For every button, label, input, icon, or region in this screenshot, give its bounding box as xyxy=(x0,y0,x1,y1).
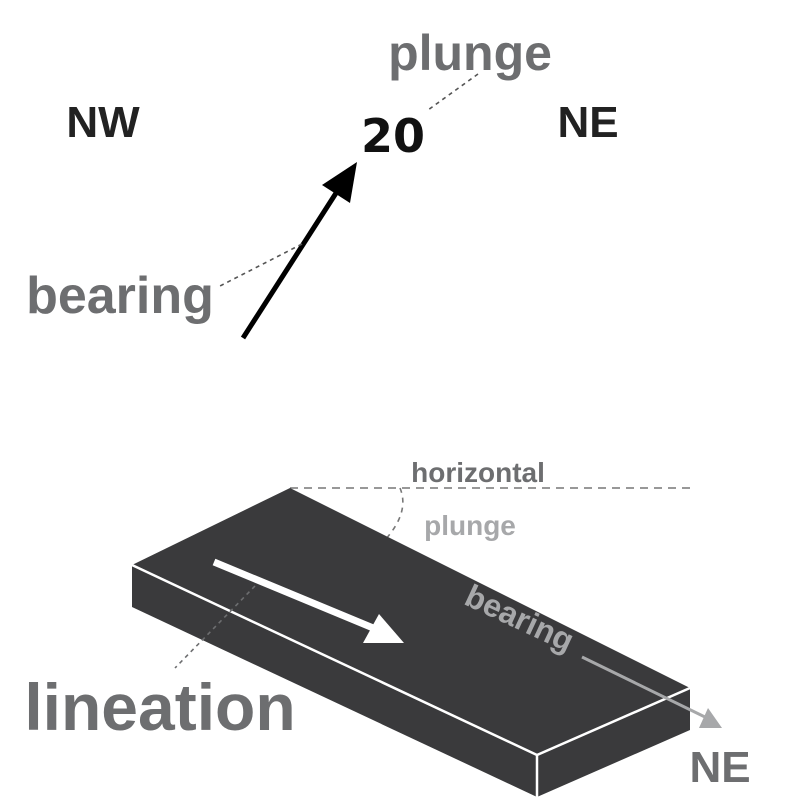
plunge-value: 20 xyxy=(361,109,425,163)
bearing-label-top: bearing xyxy=(26,267,214,325)
lineation-label: lineation xyxy=(24,670,295,744)
block-diagram: horizontal plunge bearing NE lineation xyxy=(24,457,751,797)
plunge-label-block: plunge xyxy=(424,510,516,541)
plunge-label-top: plunge xyxy=(388,25,552,81)
ne-direction-label-block: NE xyxy=(689,743,750,792)
plunge-angle-arc xyxy=(384,487,404,541)
lineation-arrow-shaft xyxy=(212,558,380,634)
trend-arrowhead-icon xyxy=(322,162,357,203)
trend-arrow-shaft xyxy=(240,188,341,340)
ne-direction-label-top: NE xyxy=(557,98,618,147)
lineation-arrowhead-icon xyxy=(363,614,404,643)
bearing-arrow-shaft xyxy=(581,655,708,720)
block-top-face xyxy=(132,488,690,755)
bearing-arrowhead-icon xyxy=(699,708,722,728)
nw-direction-label: NW xyxy=(66,98,140,147)
block-side-face xyxy=(537,688,690,797)
horizontal-label: horizontal xyxy=(411,457,545,488)
lineation-leader-line xyxy=(174,585,256,669)
map-symbol: plunge 20 NW NE bearing xyxy=(26,25,619,340)
block-front-face xyxy=(132,565,537,797)
plunge-leader-line xyxy=(427,73,479,111)
